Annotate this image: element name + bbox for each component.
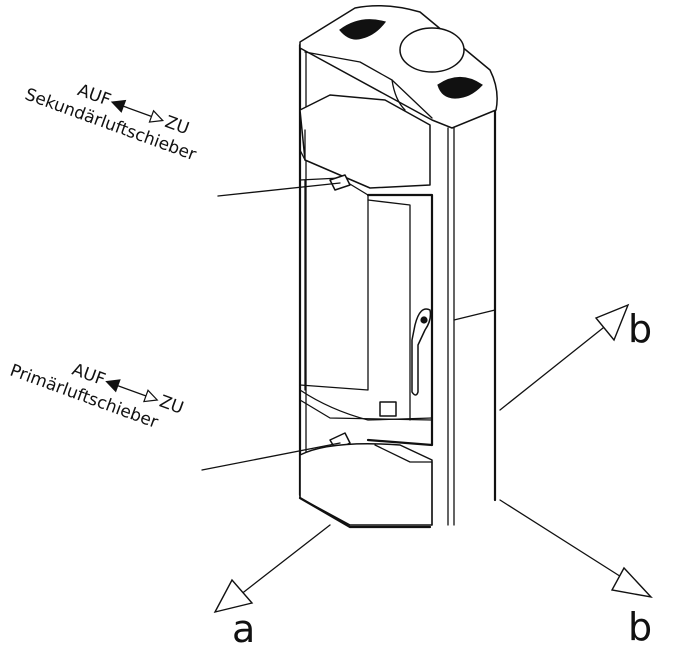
secondary-direction-arrow xyxy=(110,99,165,123)
axis-label-b-bottom: b xyxy=(628,605,652,645)
primary-label-group: AUF ZU Primärluftschieber xyxy=(7,360,186,433)
stove-illustration xyxy=(298,5,498,529)
top-handle-right xyxy=(437,76,483,99)
secondary-label-group: AUF ZU Sekundärluftschieber xyxy=(22,80,199,165)
primary-direction-arrow xyxy=(105,379,159,403)
round-opening xyxy=(399,27,465,73)
primary-leader-line xyxy=(201,442,341,471)
axis-arrow-b-right xyxy=(499,303,630,411)
axis-arrow-b-bottom xyxy=(499,499,653,599)
top-handle-left xyxy=(339,19,387,40)
secondary-leader-line xyxy=(217,182,341,197)
primary-close-label: ZU xyxy=(157,392,186,419)
door-handle xyxy=(411,308,432,396)
door-logo xyxy=(379,401,397,417)
axis-label-a: a xyxy=(232,607,255,645)
axis-arrow-a xyxy=(213,524,331,614)
axis-label-b-right: b xyxy=(628,307,652,351)
